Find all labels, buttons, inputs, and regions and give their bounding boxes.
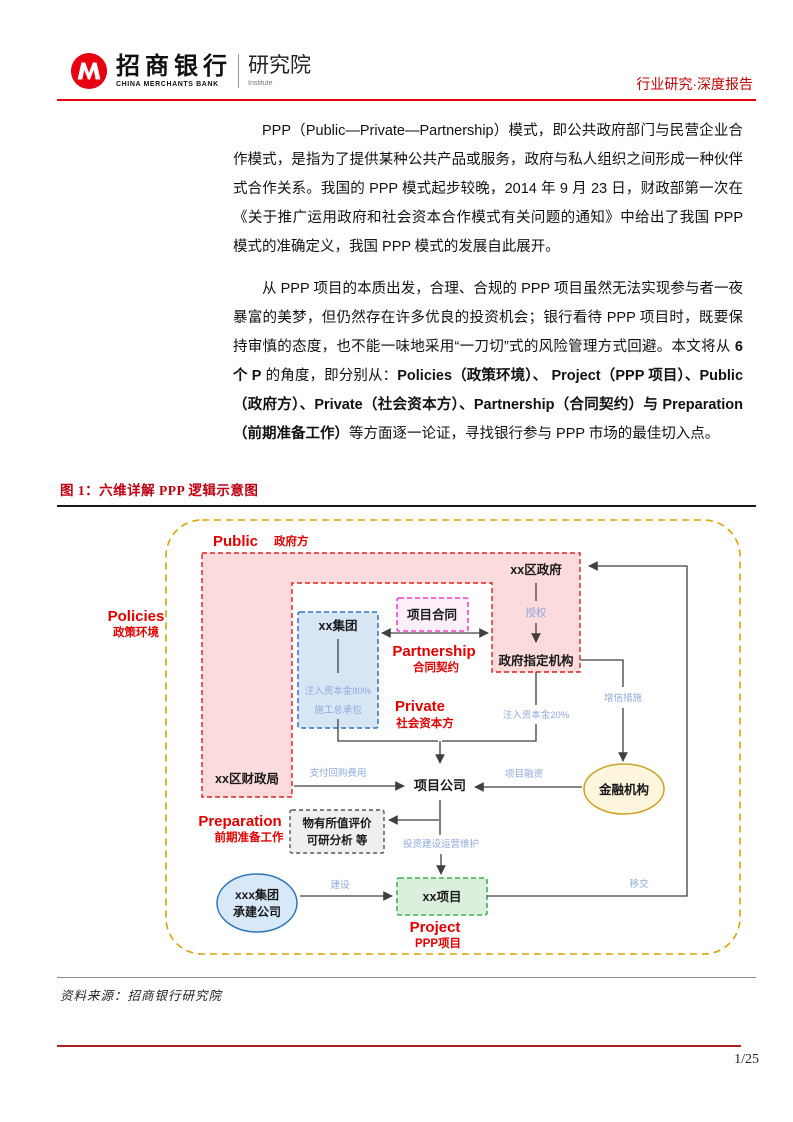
credit-line-top [580, 659, 624, 687]
node-vfm-line2: 可研分析 等 [307, 833, 368, 847]
header-rule [57, 99, 756, 101]
node-designated-agency: 政府指定机构 [498, 653, 573, 668]
edge-financing: 项目融资 [505, 769, 544, 780]
vfm-box [289, 809, 385, 854]
ppp-diagram: Public 政府方 Policies 政策环境 xx区政府 授权 政府指定机构… [108, 519, 741, 955]
logo-divider [238, 54, 239, 88]
partnership-label-en: Partnership [392, 643, 475, 660]
para2-seg2-bold: 6 个 P [233, 339, 743, 384]
edge-authorize: 授权 [526, 606, 547, 619]
edge-repurchase: 支付回购费用 [309, 767, 366, 779]
para2-seg3: 的角度，即分别从： [261, 368, 398, 384]
inject20-line-bottom [442, 724, 537, 742]
para2-seg1: 从 PPP 项目的本质出发，合理、合规的 PPP 项目虽然无法实现参与者一夜暴富… [233, 281, 743, 355]
cmb-logo: 招商银行 CHINA MERCHANTS BANK 研究院 Institute [70, 52, 311, 90]
cmb-logo-icon [70, 52, 108, 90]
private-label-cn: 社会资本方 [395, 716, 454, 730]
report-type-label: 行业研究·深度报告 [636, 76, 753, 92]
private-label-en: Private [395, 698, 445, 715]
node-contractor-line2: 承建公司 [233, 904, 281, 919]
partnership-label-cn: 合同契约 [413, 660, 459, 674]
project-label-cn: PPP项目 [415, 936, 461, 950]
node-district-govt: xx区政府 [510, 562, 562, 577]
edge-build: 建设 [330, 879, 350, 891]
edge-inject80: 注入资本金80% [305, 685, 372, 697]
project-contract-box [396, 597, 469, 632]
edge-credit-enhance: 增信措施 [604, 692, 643, 704]
figure-rule-top [57, 505, 756, 507]
node-vfm-line1: 物有所值评价 [303, 816, 372, 830]
logo-text-block: 招商银行 CHINA MERCHANTS BANK [116, 55, 232, 88]
policies-label-en: Policies [108, 608, 165, 625]
page-number: 1/25 [734, 1052, 759, 1067]
para2-seg5: 等方面逐一论证，寻找银行参与 PPP 市场的最佳切入点。 [349, 426, 720, 442]
institute-cn: 研究院 [248, 54, 311, 77]
policies-label-cn: 政策环境 [113, 625, 159, 639]
node-group: xx集团 [319, 618, 358, 633]
figure-source: 资料来源：招商银行研究院 [60, 989, 223, 1003]
node-project-box: xx项目 [423, 890, 462, 904]
contractor-ellipse [216, 873, 298, 933]
public-region [201, 552, 581, 798]
bank-name-en: CHINA MERCHANTS BANK [116, 80, 219, 88]
edge-transfer: 移交 [629, 878, 649, 890]
node-project-company: 项目公司 [414, 778, 466, 793]
policies-boundary [165, 519, 741, 955]
node-finance-bureau: xx区财政局 [215, 771, 279, 786]
transfer-path [487, 561, 688, 897]
institute-en: Institute [248, 80, 273, 87]
edge-epc: 施工总承包 [314, 704, 362, 716]
node-contractor-line1: xxx集团 [235, 887, 279, 902]
para2-seg4-bold: Policies（政策环境）、 Project（PPP 项目）、Public（政… [233, 368, 744, 442]
node-project-contract: 项目合同 [407, 607, 457, 622]
edge-invest-build: 投资建设运营维护 [403, 838, 479, 850]
figure-title: 图 1：六维详解 PPP 逻辑示意图 [60, 483, 259, 498]
public-label-en: Public [213, 533, 258, 550]
institute-block: 研究院 Institute [248, 54, 311, 88]
paragraph-1: PPP（Public—Private—Partnership）模式，即公共政府部… [233, 117, 743, 262]
preparation-label-en: Preparation [198, 813, 281, 830]
paragraph-2: 从 PPP 项目的本质出发，合理、合规的 PPP 项目虽然无法实现参与者一夜暴富… [233, 275, 743, 449]
figure-rule-bottom [57, 977, 756, 978]
preparation-label-cn: 前期准备工作 [215, 830, 284, 844]
body-text: PPP（Public—Private—Partnership）模式，即公共政府部… [233, 117, 743, 462]
financial-institution-ellipse [583, 763, 665, 815]
footer-rule [57, 1045, 741, 1047]
public-label-cn: 政府方 [274, 534, 309, 548]
node-financial-institution: 金融机构 [598, 782, 649, 797]
project-label-en: Project [410, 919, 461, 936]
para1-text: PPP（Public—Private—Partnership）模式，即公共政府部… [233, 123, 743, 255]
group-to-company-line [337, 719, 438, 742]
bank-name-cn: 招商银行 [116, 53, 232, 80]
edge-inject20: 注入资本金20% [503, 709, 570, 721]
